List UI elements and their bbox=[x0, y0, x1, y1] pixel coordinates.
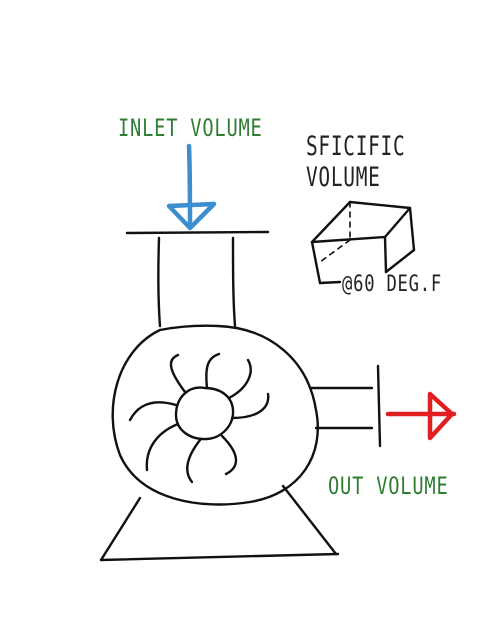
cube-front-top bbox=[310, 235, 387, 244]
cube-front-right bbox=[383, 235, 388, 274]
impeller-blade bbox=[145, 422, 180, 472]
cube-right-top bbox=[383, 206, 412, 239]
impeller-blade bbox=[205, 352, 221, 390]
cube-left-top bbox=[310, 200, 352, 244]
cube-bottom-right bbox=[384, 248, 416, 274]
inlet-neck-left bbox=[157, 236, 162, 328]
cube-right-back bbox=[408, 206, 416, 252]
specific-volume-label-line2: VOLUME bbox=[306, 162, 381, 193]
cube-hidden-diagonal bbox=[319, 239, 351, 263]
inlet-arrow-shaft bbox=[186, 143, 193, 229]
cube-front-left bbox=[310, 240, 322, 285]
impeller-blade bbox=[128, 401, 178, 422]
outlet-arrow bbox=[385, 391, 457, 441]
inlet-neck-right bbox=[231, 236, 237, 328]
inlet-arrow bbox=[166, 143, 217, 231]
impeller-hub bbox=[174, 386, 235, 441]
impeller-blade bbox=[230, 392, 270, 420]
base-stand-floor bbox=[99, 552, 340, 562]
pump-casing bbox=[111, 324, 319, 506]
cube-back-top bbox=[348, 200, 412, 210]
impeller-blade bbox=[227, 358, 252, 400]
impeller-blade bbox=[169, 353, 187, 394]
inlet-arrow-head bbox=[166, 201, 217, 231]
outlet-arrow-head bbox=[427, 391, 455, 441]
specific-volume-label-line1: SFICIFIC bbox=[306, 131, 406, 162]
impeller-blade bbox=[220, 434, 238, 476]
temperature-condition-label: @60 DEG.F bbox=[342, 272, 443, 297]
inlet-flange bbox=[125, 230, 270, 235]
impeller-blade bbox=[186, 438, 202, 484]
inlet-volume-label: INLET VOLUME bbox=[118, 114, 263, 142]
base-stand-left bbox=[99, 496, 142, 562]
base-stand-right bbox=[281, 484, 338, 556]
outlet-flange bbox=[376, 364, 382, 448]
cube-bottom bbox=[318, 280, 342, 285]
out-volume-label: OUT VOLUME bbox=[328, 472, 449, 500]
